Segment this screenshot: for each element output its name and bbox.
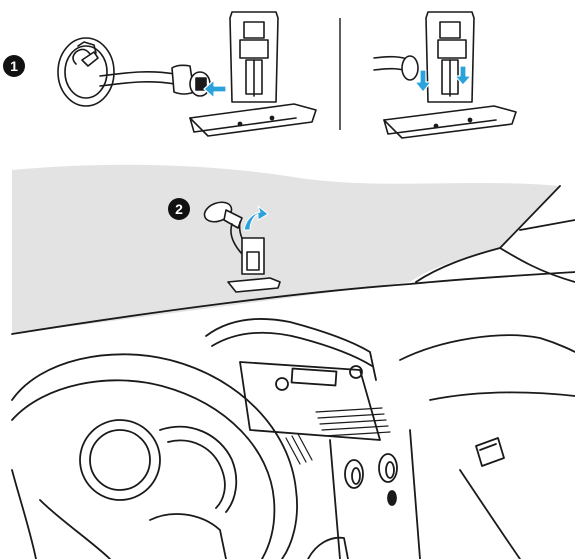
step1-locking-illustration <box>374 12 516 138</box>
windshield-area <box>12 165 560 334</box>
step-1-badge: 1 <box>3 55 25 77</box>
step1-assembly-illustration <box>58 12 316 136</box>
suction-cup-icon <box>58 38 114 106</box>
cradle-holder <box>190 12 316 136</box>
step-2-badge: 2 <box>168 198 190 220</box>
